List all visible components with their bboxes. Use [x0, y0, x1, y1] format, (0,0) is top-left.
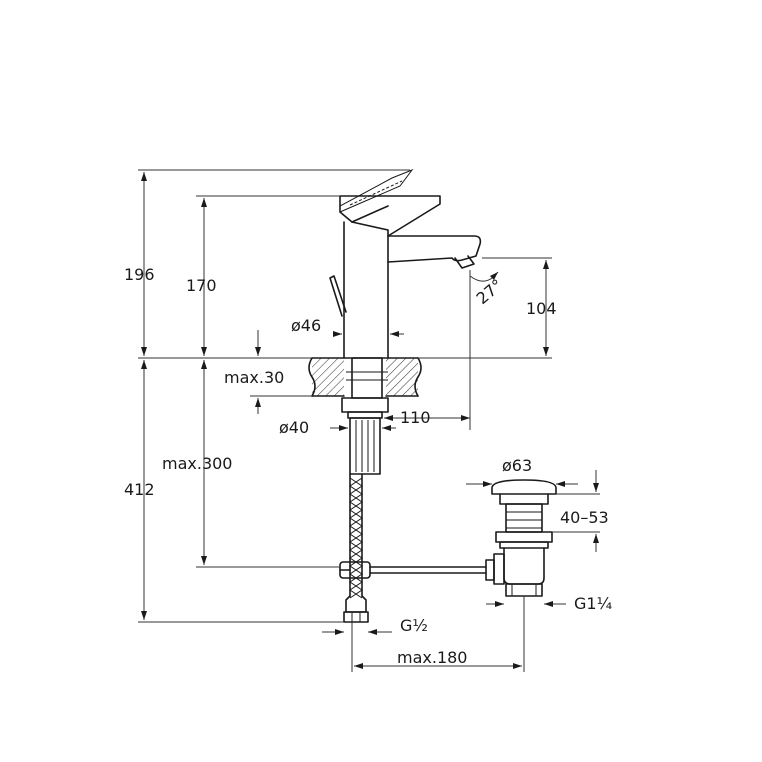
label-412: 412 [124, 480, 155, 499]
label-dia40: ø40 [279, 418, 309, 437]
thread-lines [355, 420, 375, 472]
dimension-labels: 196 170 104 ø46 max.30 110 ø40 max.300 4… [124, 265, 612, 667]
label-170: 170 [186, 276, 217, 295]
popup-rod [339, 553, 505, 585]
countertop-section [308, 357, 422, 397]
label-40-53: 40–53 [560, 508, 609, 527]
label-g1-1-4: G1¼ [574, 594, 612, 613]
extension-lines [138, 169, 600, 672]
braided-hose [343, 473, 369, 623]
dimension-lines [141, 172, 599, 669]
label-g1-2: G½ [400, 616, 428, 635]
label-max300: max.300 [162, 454, 232, 473]
label-dia46: ø46 [291, 316, 321, 335]
label-max180: max.180 [397, 648, 467, 667]
drain-waste [491, 479, 557, 597]
label-104: 104 [526, 299, 557, 318]
label-110: 110 [400, 408, 431, 427]
label-196: 196 [124, 265, 155, 284]
label-max30: max.30 [224, 368, 284, 387]
faucet-body [329, 168, 482, 475]
label-dia63: ø63 [502, 456, 532, 475]
